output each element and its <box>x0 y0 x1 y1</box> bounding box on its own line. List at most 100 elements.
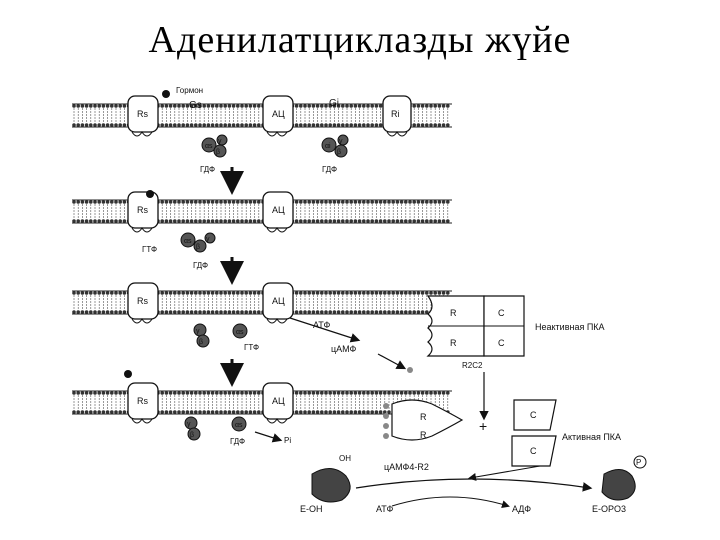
lipid-head <box>374 291 379 295</box>
lipid-head <box>294 391 299 395</box>
lipid-head <box>416 219 421 223</box>
lipid-head <box>181 104 185 108</box>
product-shape <box>601 469 636 501</box>
lipid-head <box>366 310 370 314</box>
subunit <box>204 232 216 244</box>
gamma-1-label: γ <box>218 138 222 145</box>
lipid-head <box>72 310 76 314</box>
lipid-head <box>433 200 438 204</box>
alpha-s-4: αs <box>231 416 247 432</box>
lipid-head <box>181 310 185 314</box>
lipid-head <box>387 310 391 314</box>
lipid-head <box>181 291 185 295</box>
lipid-head <box>303 391 307 395</box>
lipid-head <box>408 310 412 314</box>
lipid-head <box>244 310 248 314</box>
lipid-head <box>194 200 198 204</box>
lipid-head <box>328 310 333 314</box>
lipid-head <box>227 291 232 295</box>
bound-camp-3 <box>383 433 389 439</box>
lipid-head <box>399 219 404 223</box>
lipid-head <box>114 410 118 414</box>
lipid-head <box>395 391 400 395</box>
protein-body <box>127 95 159 133</box>
alpha-s-2: αs <box>180 232 196 248</box>
lipid-head <box>185 410 190 414</box>
lipid-head <box>387 410 391 414</box>
lipid-head <box>383 391 387 395</box>
lipid-head <box>441 123 446 127</box>
lipid-head <box>328 410 333 414</box>
lipid-head <box>105 219 110 223</box>
lipid-head <box>185 123 190 127</box>
lipid-head <box>215 104 219 108</box>
lipid-head <box>391 200 396 204</box>
lipid-head <box>164 310 169 314</box>
lipid-head <box>72 219 76 223</box>
lipid-head <box>336 219 341 223</box>
lipid-head <box>366 219 370 223</box>
lipid-head <box>370 123 375 127</box>
lipid-head <box>168 310 173 314</box>
lipid-head <box>395 310 400 314</box>
lipid-head <box>408 291 412 295</box>
lipid-head <box>236 391 240 395</box>
lipid-head <box>307 410 312 414</box>
beta-4: β <box>187 427 201 441</box>
lipid-head <box>122 291 127 295</box>
lipid-head <box>185 104 190 108</box>
lipid-head <box>257 291 261 295</box>
lipid-head <box>320 219 324 223</box>
lipid-head <box>160 291 164 295</box>
active-pka-to-reaction-arrow <box>468 465 541 481</box>
lipid-head <box>412 310 417 314</box>
catalytic-subunits: CC <box>511 399 557 467</box>
lipid-head <box>307 200 312 204</box>
lipid-head <box>370 410 375 414</box>
lipid-head <box>395 291 400 295</box>
lipid-head <box>252 200 257 204</box>
lipid-head <box>168 104 173 108</box>
lipid-head <box>240 410 244 414</box>
lipid-head <box>353 104 358 108</box>
lipid-head <box>97 219 101 223</box>
lipid-head <box>80 104 85 108</box>
lipid-head <box>320 200 324 204</box>
beta-3-label: β <box>199 339 203 346</box>
lipid-head <box>72 391 76 395</box>
lipid-head <box>231 104 236 108</box>
atp-label-3: АТФ <box>313 320 330 330</box>
adp-label-bottom: АДФ <box>512 504 531 514</box>
r-label-a: R <box>450 308 457 318</box>
lipid-head <box>299 410 303 414</box>
lipid-head <box>353 219 358 223</box>
lipid-head <box>299 391 303 395</box>
lipid-head <box>80 310 85 314</box>
lipid-head <box>110 410 114 414</box>
lipid-head <box>223 291 227 295</box>
lipid-head <box>80 391 85 395</box>
gamma-1: γ <box>216 134 228 146</box>
lipid-head <box>84 104 89 108</box>
lipid-head <box>349 291 354 295</box>
gdp-label-2: ГДФ <box>193 261 208 270</box>
lipid-head <box>412 104 417 108</box>
gamma-1b: γ <box>337 134 349 146</box>
subunit <box>321 137 337 153</box>
lipid-head <box>303 219 307 223</box>
receptor-rs-2-label: Rs <box>137 205 148 215</box>
bound-camp-2 <box>383 423 389 429</box>
lipid-head <box>357 310 362 314</box>
lipid-head <box>164 123 169 127</box>
gamma-4-label: γ <box>187 421 191 428</box>
membranes-layer <box>72 103 452 415</box>
lipid-head <box>353 310 358 314</box>
lipid-head <box>324 123 328 127</box>
lipid-head <box>110 200 114 204</box>
lipid-head <box>324 391 328 395</box>
lipid-head <box>294 104 299 108</box>
gamma-2-label: γ <box>206 236 210 243</box>
lipid-head <box>80 200 85 204</box>
lipid-head <box>181 410 185 414</box>
